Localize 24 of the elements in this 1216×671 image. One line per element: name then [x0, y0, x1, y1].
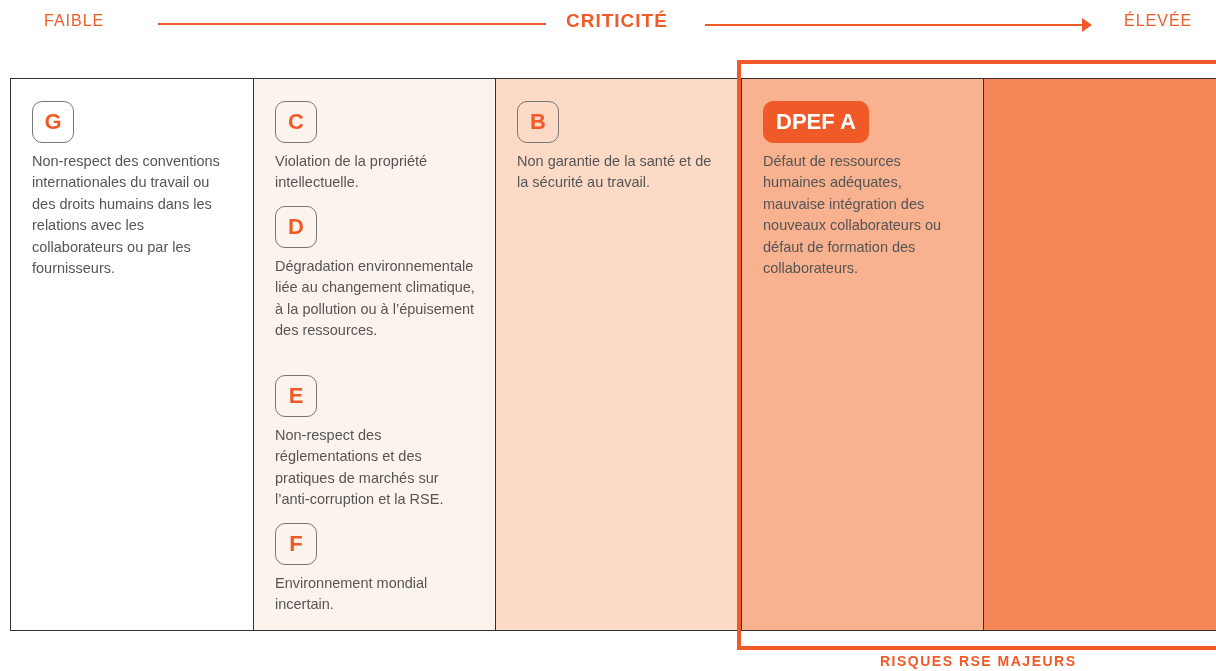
highlight-frame [737, 60, 1216, 650]
column-band [495, 78, 740, 631]
axis-end-label: ÉLEVÉE [1124, 12, 1193, 30]
risk-description: Non garantie de la santé et de la sécurité au travail. [517, 152, 713, 193]
letter-badge: D [275, 206, 317, 248]
risk-description: Violation de la propriété intellectuelle. [275, 152, 429, 193]
column-band [10, 78, 254, 631]
risk-description: Dégradation environnementale liée au changement climatique, à la pollution ou à l’épuisement des ressources. [275, 257, 475, 341]
frame-heading: RISQUES RSE MAJEURS [880, 653, 1077, 669]
letter-badge: DPEF A [763, 101, 869, 143]
risk-description: Non-respect des conventions internationales du travail ou des droits humains dans les relations avec les collaborateurs ou par les fournisseurs. [32, 152, 221, 279]
risk-description: Défaut de ressources humaines adéquates, mauvaise intégration des nouveaux collaborateurs ou défaut de formation des collaborateurs. [763, 152, 943, 279]
risk-description: Environnement mondial incertain. [275, 574, 429, 615]
axis-end-label: FAIBLE [44, 12, 105, 30]
column-band [983, 78, 1216, 631]
letter-badge: F [275, 523, 317, 565]
risk-description: Non-respect des réglementations et des pratiques de marchés sur l’anti-corruption et la RSE. [275, 426, 445, 510]
letter-badge: C [275, 101, 317, 143]
letter-badge: G [32, 101, 74, 143]
letter-badge: E [275, 375, 317, 417]
letter-badge: B [517, 101, 559, 143]
column-band [253, 78, 496, 631]
column-band [741, 78, 984, 631]
axis-title: CRITICITÉ [566, 10, 668, 32]
